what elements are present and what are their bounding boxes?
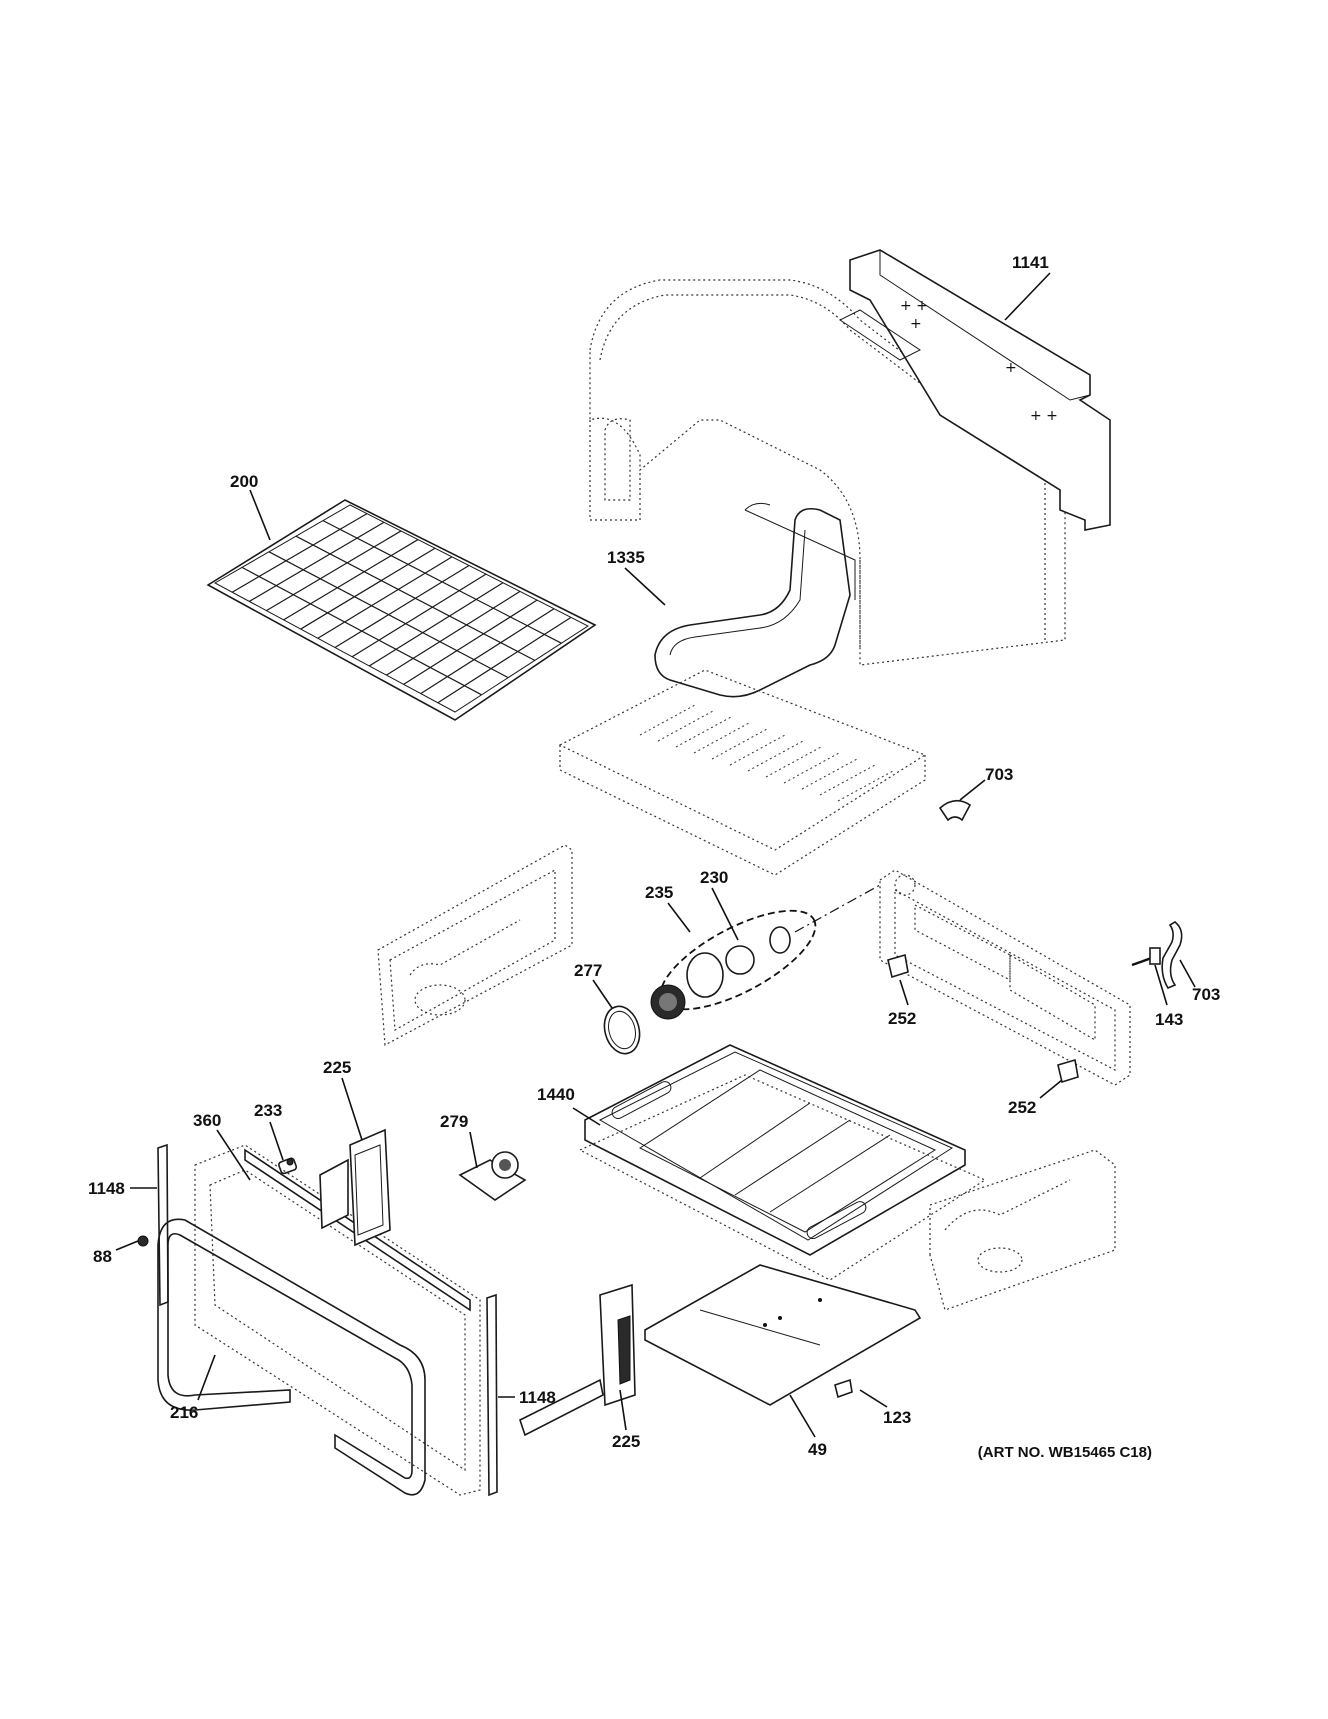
callout-252-upper: 252 [888,1009,916,1028]
right-side-panel [879,869,1131,1086]
svg-text:+ +: + + [900,298,928,314]
rack-wire [368,582,504,667]
callout-235: 235 [645,883,673,902]
rack-wire [300,547,436,630]
oven-bottom-panel-1440 [578,1044,987,1281]
clip-252-upper [887,953,909,979]
bracket-703-top [938,799,972,822]
door-hinge-225-lower [519,1283,636,1437]
callout-360: 360 [193,1111,221,1130]
callout-279: 279 [440,1112,468,1131]
tray-slot [783,752,840,784]
rack-crossbar [322,520,562,644]
rack-wire [231,513,368,593]
right-lower-side-panel [929,1149,1116,1311]
tray-slot [657,710,714,742]
svg-text:+: + [1005,360,1017,376]
callout-230: 230 [700,868,728,887]
door-trim-1148-right [486,1293,498,1497]
tray-slot [693,722,750,754]
rack-wire [351,573,487,658]
callout-252-lower: 252 [1008,1098,1036,1117]
oven-door-inner-panel [194,1144,481,1496]
rack-wire [437,616,572,704]
left-side-panel [377,844,573,1046]
heater-duct-1335 [654,502,856,698]
drawer-heat-shield-49 [644,1264,922,1406]
tray-slot [837,770,894,802]
tray-slot [747,740,804,772]
callout-225-lower: 225 [612,1432,640,1451]
callout-216: 216 [170,1403,198,1422]
rack-wire [248,521,385,602]
callout-1440: 1440 [537,1085,575,1104]
rack-wire [403,599,538,685]
rack-wire [317,556,453,639]
callout-233: 233 [254,1101,282,1120]
latch-switch-279 [458,1151,527,1201]
callout-225-upper: 225 [323,1058,351,1077]
sensor-143 [1131,947,1161,967]
rack-wire [386,590,521,676]
hinge-pin-233 [278,1157,298,1175]
tray-slot [801,758,858,790]
rack-wire [420,608,555,695]
art-number-label: (ART NO. WB15465 C18) [977,1444,1152,1461]
tray-slot [675,716,732,748]
rack-wire [266,530,402,612]
callout-88: 88 [93,1247,112,1266]
svg-text:+ +: + + [1030,408,1058,424]
callout-1148-right: 1148 [519,1388,556,1407]
callout-143: 143 [1155,1010,1183,1029]
callout-labels: 1141 200 1335 703 230 235 277 252 703 14… [88,253,1220,1459]
callout-200: 200 [230,472,258,491]
tray-slot [765,746,822,778]
callout-1148-left: 1148 [88,1179,125,1198]
rack-wire [334,564,470,649]
callout-1141: 1141 [1012,253,1049,272]
tray-slot [639,704,696,736]
tray-slot [729,734,786,766]
rack-crossbar [268,551,509,679]
clip-123 [834,1378,853,1399]
oven-rack-200 [206,499,597,721]
callout-1335: 1335 [607,548,645,567]
back-insulation-panel-1141: + + + + + + [839,249,1111,531]
tray-slot [819,764,876,796]
rack-crossbar [295,535,536,661]
tray-slot [711,728,768,760]
callout-49: 49 [808,1440,827,1459]
callout-277: 277 [574,961,602,980]
rack-wire [283,539,419,621]
bake-element-tray [558,669,927,876]
rack-crossbar [241,566,482,696]
callout-123: 123 [883,1408,911,1427]
wire-703-right [1161,921,1183,990]
svg-text:+: + [910,316,922,332]
door-hinge-225-upper [319,1128,391,1247]
callout-703-top: 703 [985,765,1013,784]
light-gasket-277 [603,1005,641,1055]
door-trim-1148-left [157,1143,169,1307]
light-assembly-235 [650,884,881,1020]
clip-252-lower [1057,1058,1079,1084]
door-gasket-216 [157,1218,426,1496]
door-bumper-88 [137,1235,149,1247]
callout-703-right: 703 [1192,985,1220,1004]
leader-lines [115,272,1196,1438]
